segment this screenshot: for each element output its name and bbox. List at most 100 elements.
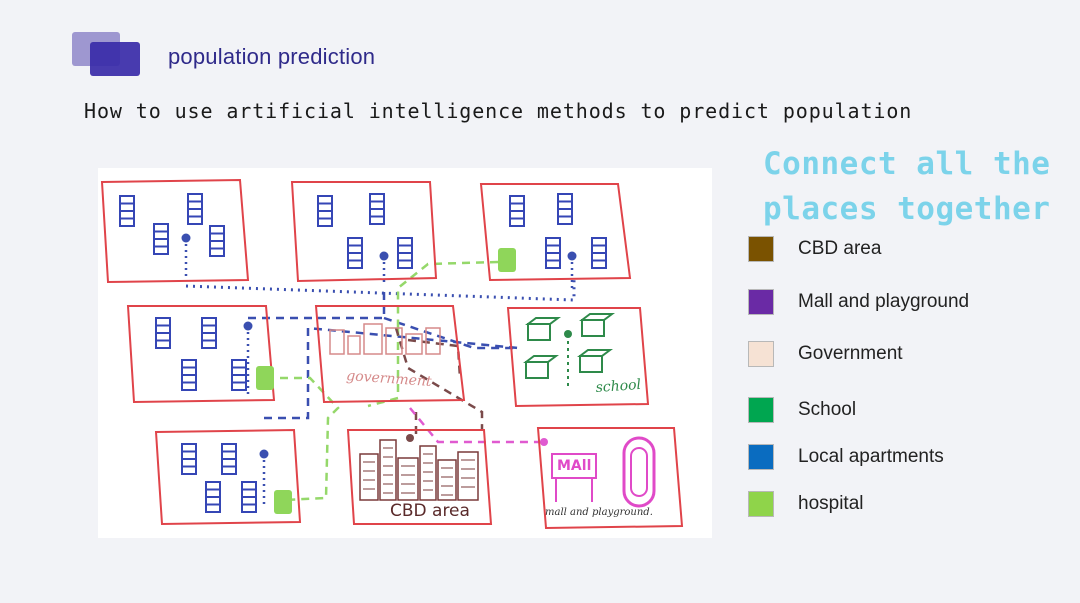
map-text-labels: government school CBD area MAll mall and…	[346, 368, 653, 521]
logo-square-front	[90, 42, 140, 76]
apartment-icon	[317, 195, 333, 227]
hub-dot	[243, 321, 253, 331]
apartment-icon	[347, 237, 363, 269]
legend-label-cbd: CBD area	[798, 238, 882, 259]
apartment-icon	[201, 317, 217, 349]
apartment-icon	[591, 237, 607, 269]
legend-label-hospital: hospital	[798, 493, 864, 514]
apartment-icon	[155, 317, 171, 349]
cbd-building-outline	[397, 457, 419, 501]
apartment-block-5	[154, 428, 302, 526]
government-building-icon	[329, 329, 345, 355]
mall-sign-label: MAll	[557, 458, 591, 474]
headline-line-2: places together	[763, 191, 1051, 227]
blue-dashed-path	[383, 316, 518, 350]
hub-dot	[181, 233, 191, 243]
apartment-block-1	[100, 178, 250, 284]
apartment-icon	[181, 443, 197, 475]
legend-item-mall: Mall and playground	[748, 287, 969, 317]
connect-places-headline: Connect all the places together	[763, 142, 1063, 232]
government-block	[314, 305, 466, 404]
government-building-icon	[385, 327, 403, 355]
hub-dot	[379, 251, 389, 261]
hub-dot	[259, 449, 269, 459]
apartment-icon	[209, 225, 225, 257]
school-cube-front	[525, 361, 549, 379]
green-dashed-path	[367, 328, 400, 408]
government-building-icon	[425, 327, 441, 355]
mall-caption-label: mall and playground.	[545, 507, 653, 518]
cbd-building-icon	[437, 459, 457, 501]
green-dashed-path	[396, 260, 499, 328]
school-cube-top	[525, 317, 561, 325]
legend-item-apartments: Local apartments	[748, 442, 944, 472]
legend-label-apartments: Local apartments	[798, 446, 944, 467]
cbd-path-dot	[406, 434, 414, 442]
legend-item-hospital: hospital	[748, 489, 864, 519]
government-building-icon	[347, 335, 361, 355]
mall-block	[536, 427, 684, 530]
school-block	[506, 307, 650, 408]
apartment-block-2	[290, 181, 438, 283]
cbd-building-icon	[397, 457, 419, 501]
legend-label-mall: Mall and playground	[798, 291, 970, 312]
school-cube-front	[581, 319, 605, 337]
legend-swatch-school	[748, 397, 774, 423]
apartment-block-3	[479, 183, 632, 282]
cbd-building-icon	[359, 453, 379, 501]
legend-swatch-apartments	[748, 444, 774, 470]
cbd-building-outline	[359, 453, 379, 501]
legend-item-cbd: CBD area	[748, 234, 881, 264]
apartment-icon	[221, 443, 237, 475]
slide-subtitle: How to use artificial intelligence metho…	[84, 99, 913, 123]
legend-swatch-hospital	[748, 491, 774, 517]
school-cube-top	[579, 313, 615, 321]
school-cube-front	[527, 323, 551, 341]
headline-line-1: Connect all the	[763, 146, 1051, 182]
city-blocks	[100, 178, 684, 530]
legend-label-school: School	[798, 399, 857, 420]
apartment-icon	[205, 481, 221, 513]
city-map-diagram: government school CBD area MAll mall and…	[98, 168, 712, 538]
apartment-icon	[557, 193, 573, 225]
blue-dashed-path	[264, 326, 519, 420]
legend-label-government: Government	[798, 343, 903, 364]
playground-track-inner	[630, 447, 648, 497]
legend-swatch-cbd	[748, 236, 774, 262]
school-cube-front	[579, 355, 603, 373]
blue-dashed-path	[248, 286, 386, 320]
cbd-building-outline	[419, 445, 437, 501]
cbd-building-outline	[457, 451, 479, 501]
hospital-marker	[256, 366, 274, 390]
school-cube-top	[523, 355, 559, 363]
school-cube-top	[577, 349, 613, 357]
green-dashed-path	[266, 376, 340, 502]
apartment-icon	[187, 193, 203, 225]
legend-swatch-government	[748, 341, 774, 367]
apartment-icon	[397, 237, 413, 269]
school-building-icon	[577, 349, 613, 373]
hub-dot	[567, 251, 577, 261]
cbd-building-icon	[379, 439, 397, 501]
government-label: government	[346, 368, 433, 390]
apartment-icon	[119, 195, 135, 227]
cbd-area-label: CBD area	[390, 501, 470, 521]
cbd-building-icon	[457, 451, 479, 501]
city-map-svg: government school CBD area MAll mall and…	[100, 178, 684, 530]
section-title: population prediction	[168, 44, 376, 69]
apartment-icon	[545, 237, 561, 269]
cbd-block	[346, 429, 493, 525]
school-building-icon	[579, 313, 615, 337]
apartment-icon	[231, 359, 247, 391]
hospital-marker	[274, 490, 292, 514]
cbd-building-icon	[419, 445, 437, 501]
apartment-icon	[241, 481, 257, 513]
legend-item-school: School	[748, 395, 856, 425]
apartment-icon	[509, 195, 525, 227]
government-building-icon	[405, 333, 423, 355]
block-icons	[119, 193, 656, 514]
school-label: school	[595, 377, 641, 396]
legend-swatch-mall	[748, 289, 774, 315]
apartment-icon	[181, 359, 197, 391]
government-building-icon	[363, 323, 383, 355]
